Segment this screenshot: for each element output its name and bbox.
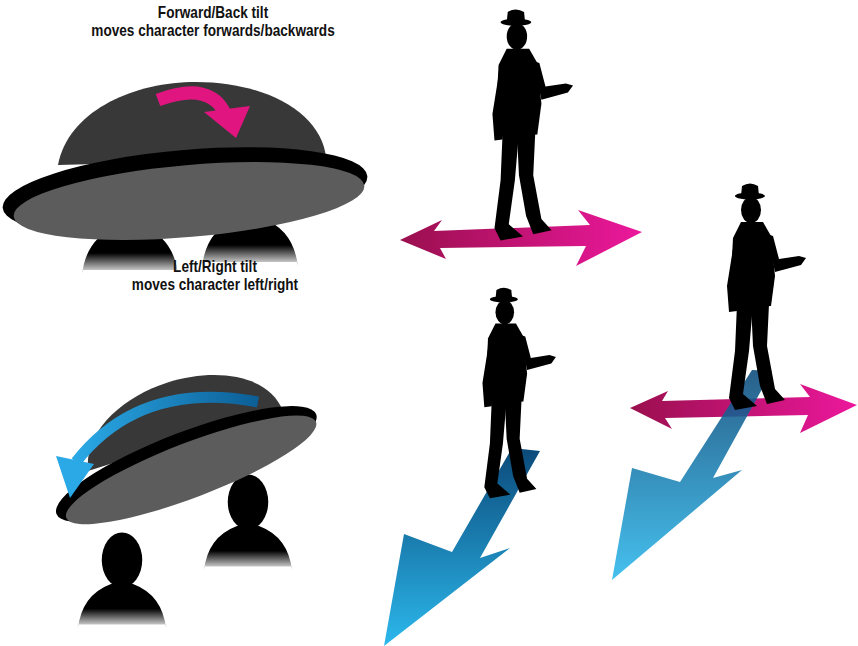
tilt-arrow-head xyxy=(56,456,94,498)
tilt-arrow xyxy=(56,397,258,498)
arm-shape xyxy=(520,335,556,370)
panel-heading: Forward/Back tilt xyxy=(158,4,268,22)
leg-shape xyxy=(517,132,552,234)
shoulder-shape xyxy=(78,584,166,629)
leg-shape xyxy=(751,304,785,404)
tilting-hat xyxy=(27,345,334,547)
panel-heading: Left/Right tilt xyxy=(173,258,257,276)
tilt-arrow-head xyxy=(204,106,250,138)
hat-crown xyxy=(741,184,759,197)
arm-shape xyxy=(482,337,497,408)
head-shape xyxy=(228,474,268,529)
tilt-arrow-shaft xyxy=(76,397,258,462)
arm-shape xyxy=(727,236,743,312)
character-silhouette xyxy=(482,288,555,499)
arm-shape xyxy=(533,61,573,100)
head-shape xyxy=(102,532,142,587)
leg-shape xyxy=(505,400,537,493)
hat-crown xyxy=(495,288,512,300)
head-shape xyxy=(495,300,514,324)
tilting-hat xyxy=(0,82,371,252)
tilt-arrow xyxy=(158,93,250,138)
arm-shape xyxy=(492,63,508,141)
panel-subheading: moves character forwards/backwards xyxy=(91,22,334,40)
arm-shape xyxy=(767,234,806,272)
hat-brim-underside xyxy=(56,396,325,543)
hat-brim-underside xyxy=(11,150,368,252)
panel-subheading: moves character left/right xyxy=(132,276,298,294)
hat-crown xyxy=(507,9,525,22)
shoulder-shape xyxy=(204,526,292,571)
floor-arrow-left-right xyxy=(400,210,642,266)
head-shape xyxy=(741,197,761,223)
character-silhouette xyxy=(492,9,573,240)
head-silhouette xyxy=(78,532,166,629)
head-shape xyxy=(507,23,527,50)
hat-brim-rim xyxy=(45,385,328,544)
character-silhouette xyxy=(727,184,806,411)
